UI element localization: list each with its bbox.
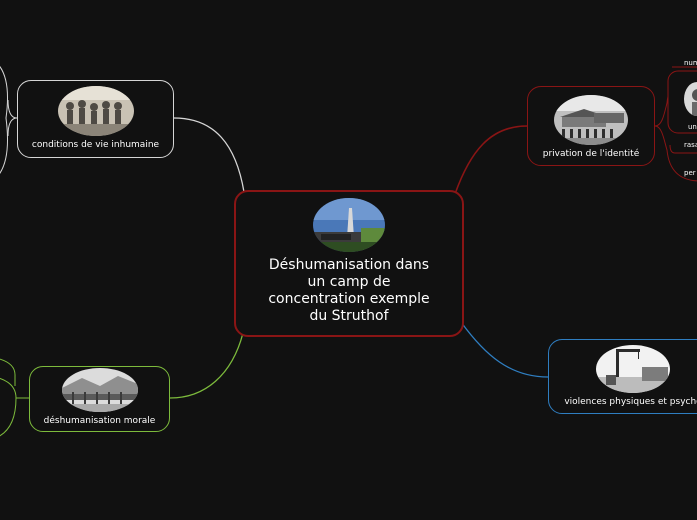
link-conditions-sub bbox=[7, 99, 18, 119]
branch-conditions-node[interactable]: conditions de vie inhumaine bbox=[17, 80, 174, 158]
subtopic-identite-4[interactable]: per bbox=[684, 169, 696, 177]
link-identite bbox=[454, 125, 528, 195]
subtopic-identite-1[interactable]: num bbox=[684, 59, 697, 67]
subtopic-identite-2-photo bbox=[684, 82, 697, 116]
camp-barracks-photo bbox=[554, 95, 628, 145]
edge-node-identite-rasa bbox=[669, 144, 697, 154]
struthof-memorial-photo bbox=[313, 198, 385, 252]
branch-morale-label: déshumanisation morale bbox=[43, 416, 156, 426]
branch-morale-node[interactable]: déshumanisation morale bbox=[29, 366, 170, 432]
link-conditions-sub2 bbox=[7, 117, 18, 137]
central-topic-title: Déshumanisation dans un camp de concentr… bbox=[268, 257, 430, 324]
branch-conditions-label: conditions de vie inhumaine bbox=[31, 140, 160, 150]
link-violences bbox=[460, 321, 549, 378]
prisoners-photo bbox=[57, 86, 134, 136]
link-conditions bbox=[173, 117, 245, 193]
gallows-photo bbox=[596, 345, 670, 393]
link-identite-sub-bottom bbox=[654, 125, 697, 182]
camp-landscape-photo bbox=[61, 368, 138, 412]
edge-node-morale-left-2 bbox=[0, 378, 17, 437]
edge-node-morale-left-1 bbox=[0, 358, 16, 386]
edge-node-conditions-left bbox=[0, 66, 9, 174]
branch-violences-label: violences physiques et psycho bbox=[564, 397, 697, 407]
link-morale bbox=[169, 332, 244, 399]
subtopic-identite-3[interactable]: rasa bbox=[684, 141, 697, 149]
branch-identite-node[interactable]: privation de l'identité bbox=[527, 86, 655, 166]
branch-violences-node[interactable]: violences physiques et psycho bbox=[548, 339, 697, 414]
central-topic-node[interactable]: Déshumanisation dans un camp de concentr… bbox=[234, 190, 464, 337]
branch-identite-label: privation de l'identité bbox=[542, 149, 640, 159]
subtopic-identite-2[interactable]: un bbox=[688, 123, 697, 131]
